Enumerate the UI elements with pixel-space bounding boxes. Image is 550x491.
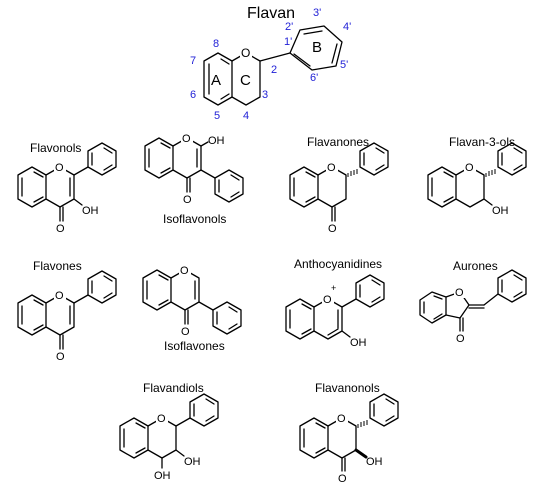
- anthocyanidines-ring-oxygen: O: [323, 294, 332, 306]
- flavanones-structure: Flavanones O O: [289, 135, 389, 235]
- position-5: 5: [214, 110, 220, 122]
- aurones-ring-oxygen: O: [455, 287, 464, 299]
- position-5-prime: 5': [340, 59, 348, 71]
- flavanones-carbonyl-oxygen: O: [328, 223, 337, 235]
- flavanonols-ring-oxygen: O: [337, 413, 346, 425]
- flavonols-structure: Flavonols O O OH: [17, 141, 117, 235]
- flavonols-carbonyl-oxygen: O: [56, 223, 65, 235]
- position-4-prime: 4': [343, 21, 351, 33]
- anthocyanidines-positive-charge: +: [331, 283, 336, 293]
- ring-b: [289, 25, 343, 71]
- isoflavones-structure: O O Isoflavones: [142, 264, 242, 353]
- flavonols-title: Flavonols: [30, 141, 81, 155]
- anthocyanidines-structure: Anthocyanidines O + OH: [285, 257, 385, 349]
- position-2-prime: 2': [285, 21, 293, 33]
- isoflavonols-title: Isoflavonols: [163, 212, 226, 226]
- position-6-prime: 6': [310, 72, 318, 84]
- position-4: 4: [243, 110, 249, 122]
- isoflavonols-ring-oxygen: O: [182, 133, 191, 145]
- position-3: 3: [262, 89, 268, 101]
- position-7: 7: [190, 55, 196, 67]
- position-6: 6: [190, 89, 196, 101]
- aurones-title: Aurones: [453, 259, 498, 273]
- ring-label-c: C: [240, 72, 251, 89]
- aurones-structure: Aurones O O: [419, 259, 527, 345]
- position-8: 8: [213, 38, 219, 50]
- flavandiols-ring-oxygen: O: [157, 413, 166, 425]
- isoflavonols-structure: O O OH Isoflavonols: [144, 132, 244, 226]
- flavan-3-ols-ring-oxygen: O: [465, 162, 474, 174]
- flavan-3-ols-hydroxyl: OH: [492, 205, 509, 217]
- position-1-prime: 1': [284, 36, 292, 48]
- anthocyanidines-title: Anthocyanidines: [294, 257, 382, 271]
- flavan-oxygen: O: [241, 46, 250, 60]
- isoflavones-title: Isoflavones: [164, 339, 225, 353]
- flavonols-ring-oxygen: O: [55, 162, 64, 174]
- anthocyanidines-hydroxyl: OH: [350, 337, 367, 349]
- flavanonols-title: Flavanonols: [315, 381, 380, 395]
- flavones-title: Flavones: [33, 259, 82, 273]
- isoflavonols-carbonyl-oxygen: O: [183, 194, 192, 206]
- flavones-ring-oxygen: O: [55, 290, 64, 302]
- flavanones-ring-oxygen: O: [327, 162, 336, 174]
- flavan-3-ols-structure: Flavan-3-ols O OH: [427, 135, 527, 217]
- flavones-carbonyl-oxygen: O: [56, 351, 65, 363]
- flavones-structure: Flavones O O: [17, 259, 117, 363]
- flavan-title: Flavan: [247, 5, 295, 22]
- flavan-3-ols-title: Flavan-3-ols: [449, 135, 515, 149]
- position-3-prime: 3': [313, 7, 321, 19]
- flavanonols-carbonyl-oxygen: O: [338, 473, 347, 485]
- flavanonols-structure: Flavanonols O O OH: [299, 381, 399, 485]
- flavonols-hydroxyl: OH: [82, 205, 99, 217]
- ring-label-a: A: [211, 72, 221, 89]
- isoflavones-carbonyl-oxygen: O: [181, 326, 190, 338]
- ring-label-b: B: [312, 39, 322, 56]
- flavan-structure: Flavan O A C B 2 3 4 5 6 7 8 1' 2' 3' 4'…: [190, 5, 351, 122]
- flavanones-title: Flavanones: [307, 135, 369, 149]
- position-2: 2: [271, 64, 277, 76]
- flavandiols-hydroxyl-4: OH: [154, 470, 171, 482]
- flavandiols-hydroxyl-3: OH: [184, 456, 201, 468]
- flavandiols-structure: Flavandiols O OH OH: [119, 381, 219, 482]
- aurones-carbonyl-oxygen: O: [456, 333, 465, 345]
- flavanonols-hydroxyl: OH: [366, 456, 383, 468]
- flavandiols-title: Flavandiols: [143, 381, 204, 395]
- isoflavones-ring-oxygen: O: [180, 265, 189, 277]
- isoflavonols-hydroxyl: OH: [208, 135, 225, 147]
